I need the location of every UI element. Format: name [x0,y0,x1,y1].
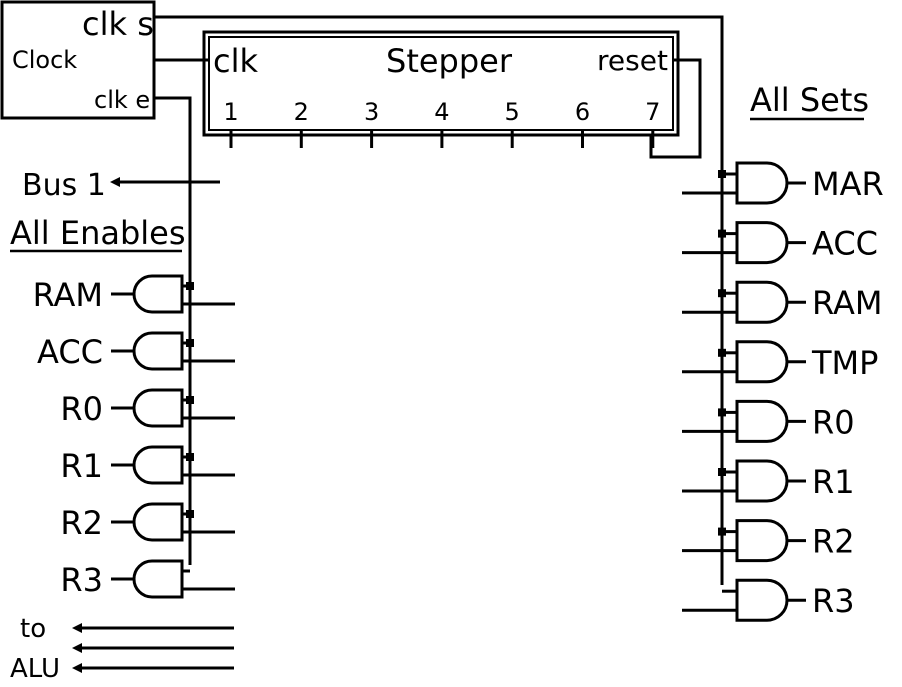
step-6-label: 6 [575,98,590,126]
alu-arrows [72,623,82,673]
set-ram-junction-dot [718,289,726,298]
set-r1-and-gate [735,459,789,503]
enable-r3-and-gate [132,559,184,599]
alu-arrow-2 [72,643,82,653]
set-r1-junction-dot [718,468,726,476]
bus-1-arrow [110,177,120,187]
enable-r0-label: R0 [60,390,103,428]
step-3-label: 3 [364,98,379,126]
set-r1-label: R1 [812,463,855,501]
enable-ram-label: RAM [33,276,103,314]
step-2-label: 2 [294,98,309,126]
set-r3-and-gate [735,578,789,622]
set-r0-junction-dot [718,408,726,417]
stepper-title: Stepper [386,42,513,80]
alu-arrow-3 [72,663,82,673]
set-ram-label: RAM [812,284,882,322]
stepper-step-outputs: 1 2 3 4 5 6 7 [223,98,660,148]
enable-r2-label: R2 [60,504,103,542]
clk-s-wire [154,15,724,585]
set-r0-and-gate [735,399,789,443]
set-mar-junction-dot [718,170,726,178]
set-r2-and-gate [735,519,789,563]
stepper-reset-label: reset [597,44,668,77]
set-acc-label: ACC [812,225,878,263]
alu-wires [80,626,234,670]
set-r3-label: R3 [812,582,855,620]
enable-ram-junction-dot [186,282,194,290]
clk-e-wire [154,96,192,565]
bus-1-label: Bus 1 [22,168,106,203]
enable-r3-label: R3 [60,561,103,599]
enable-r0-and-gate [132,388,184,428]
enable-r1-junction-dot [186,453,194,461]
enable-acc-and-gate [132,331,184,371]
alu-arrow-1 [72,623,82,633]
all-enables-title: All Enables [10,214,186,252]
enable-r0-junction-dot [186,396,194,404]
step-7-label: 7 [645,98,660,126]
set-r2-junction-dot [718,527,726,536]
clock-label: Clock [12,46,77,74]
clock-clk-s-label: clk s [82,5,154,43]
set-tmp-junction-dot [718,348,726,357]
set-mar-label: MAR [812,165,884,203]
step-4-label: 4 [434,98,449,126]
set-tmp-and-gate [735,340,789,384]
step-1-label: 1 [223,98,238,126]
clock-wiring [154,15,724,585]
all-sets-title: All Sets [750,81,869,119]
enable-r1-label: R1 [60,447,103,485]
set-tmp-label: TMP [811,344,878,382]
to-alu-label-line-1: to [20,614,46,644]
to-alu-label-line-2: ALU [10,654,60,684]
enable-r1-and-gate [132,445,184,485]
enable-acc-junction-dot [186,339,194,347]
set-mar-and-gate [735,161,789,205]
step-5-label: 5 [505,98,520,126]
enable-r2-and-gate [132,502,184,542]
set-r2-label: R2 [812,523,855,561]
enable-ram-and-gate [132,274,184,314]
set-r0-label: R0 [812,403,855,441]
reset-wire [649,58,702,159]
stepper-clk-label: clk [213,42,258,80]
set-acc-and-gate [735,221,789,265]
enable-acc-label: ACC [37,333,103,371]
set-acc-junction-dot [718,229,726,238]
enable-r2-junction-dot [186,510,194,518]
set-ram-and-gate [735,280,789,324]
clock-clk-e-label: clk e [94,86,150,114]
